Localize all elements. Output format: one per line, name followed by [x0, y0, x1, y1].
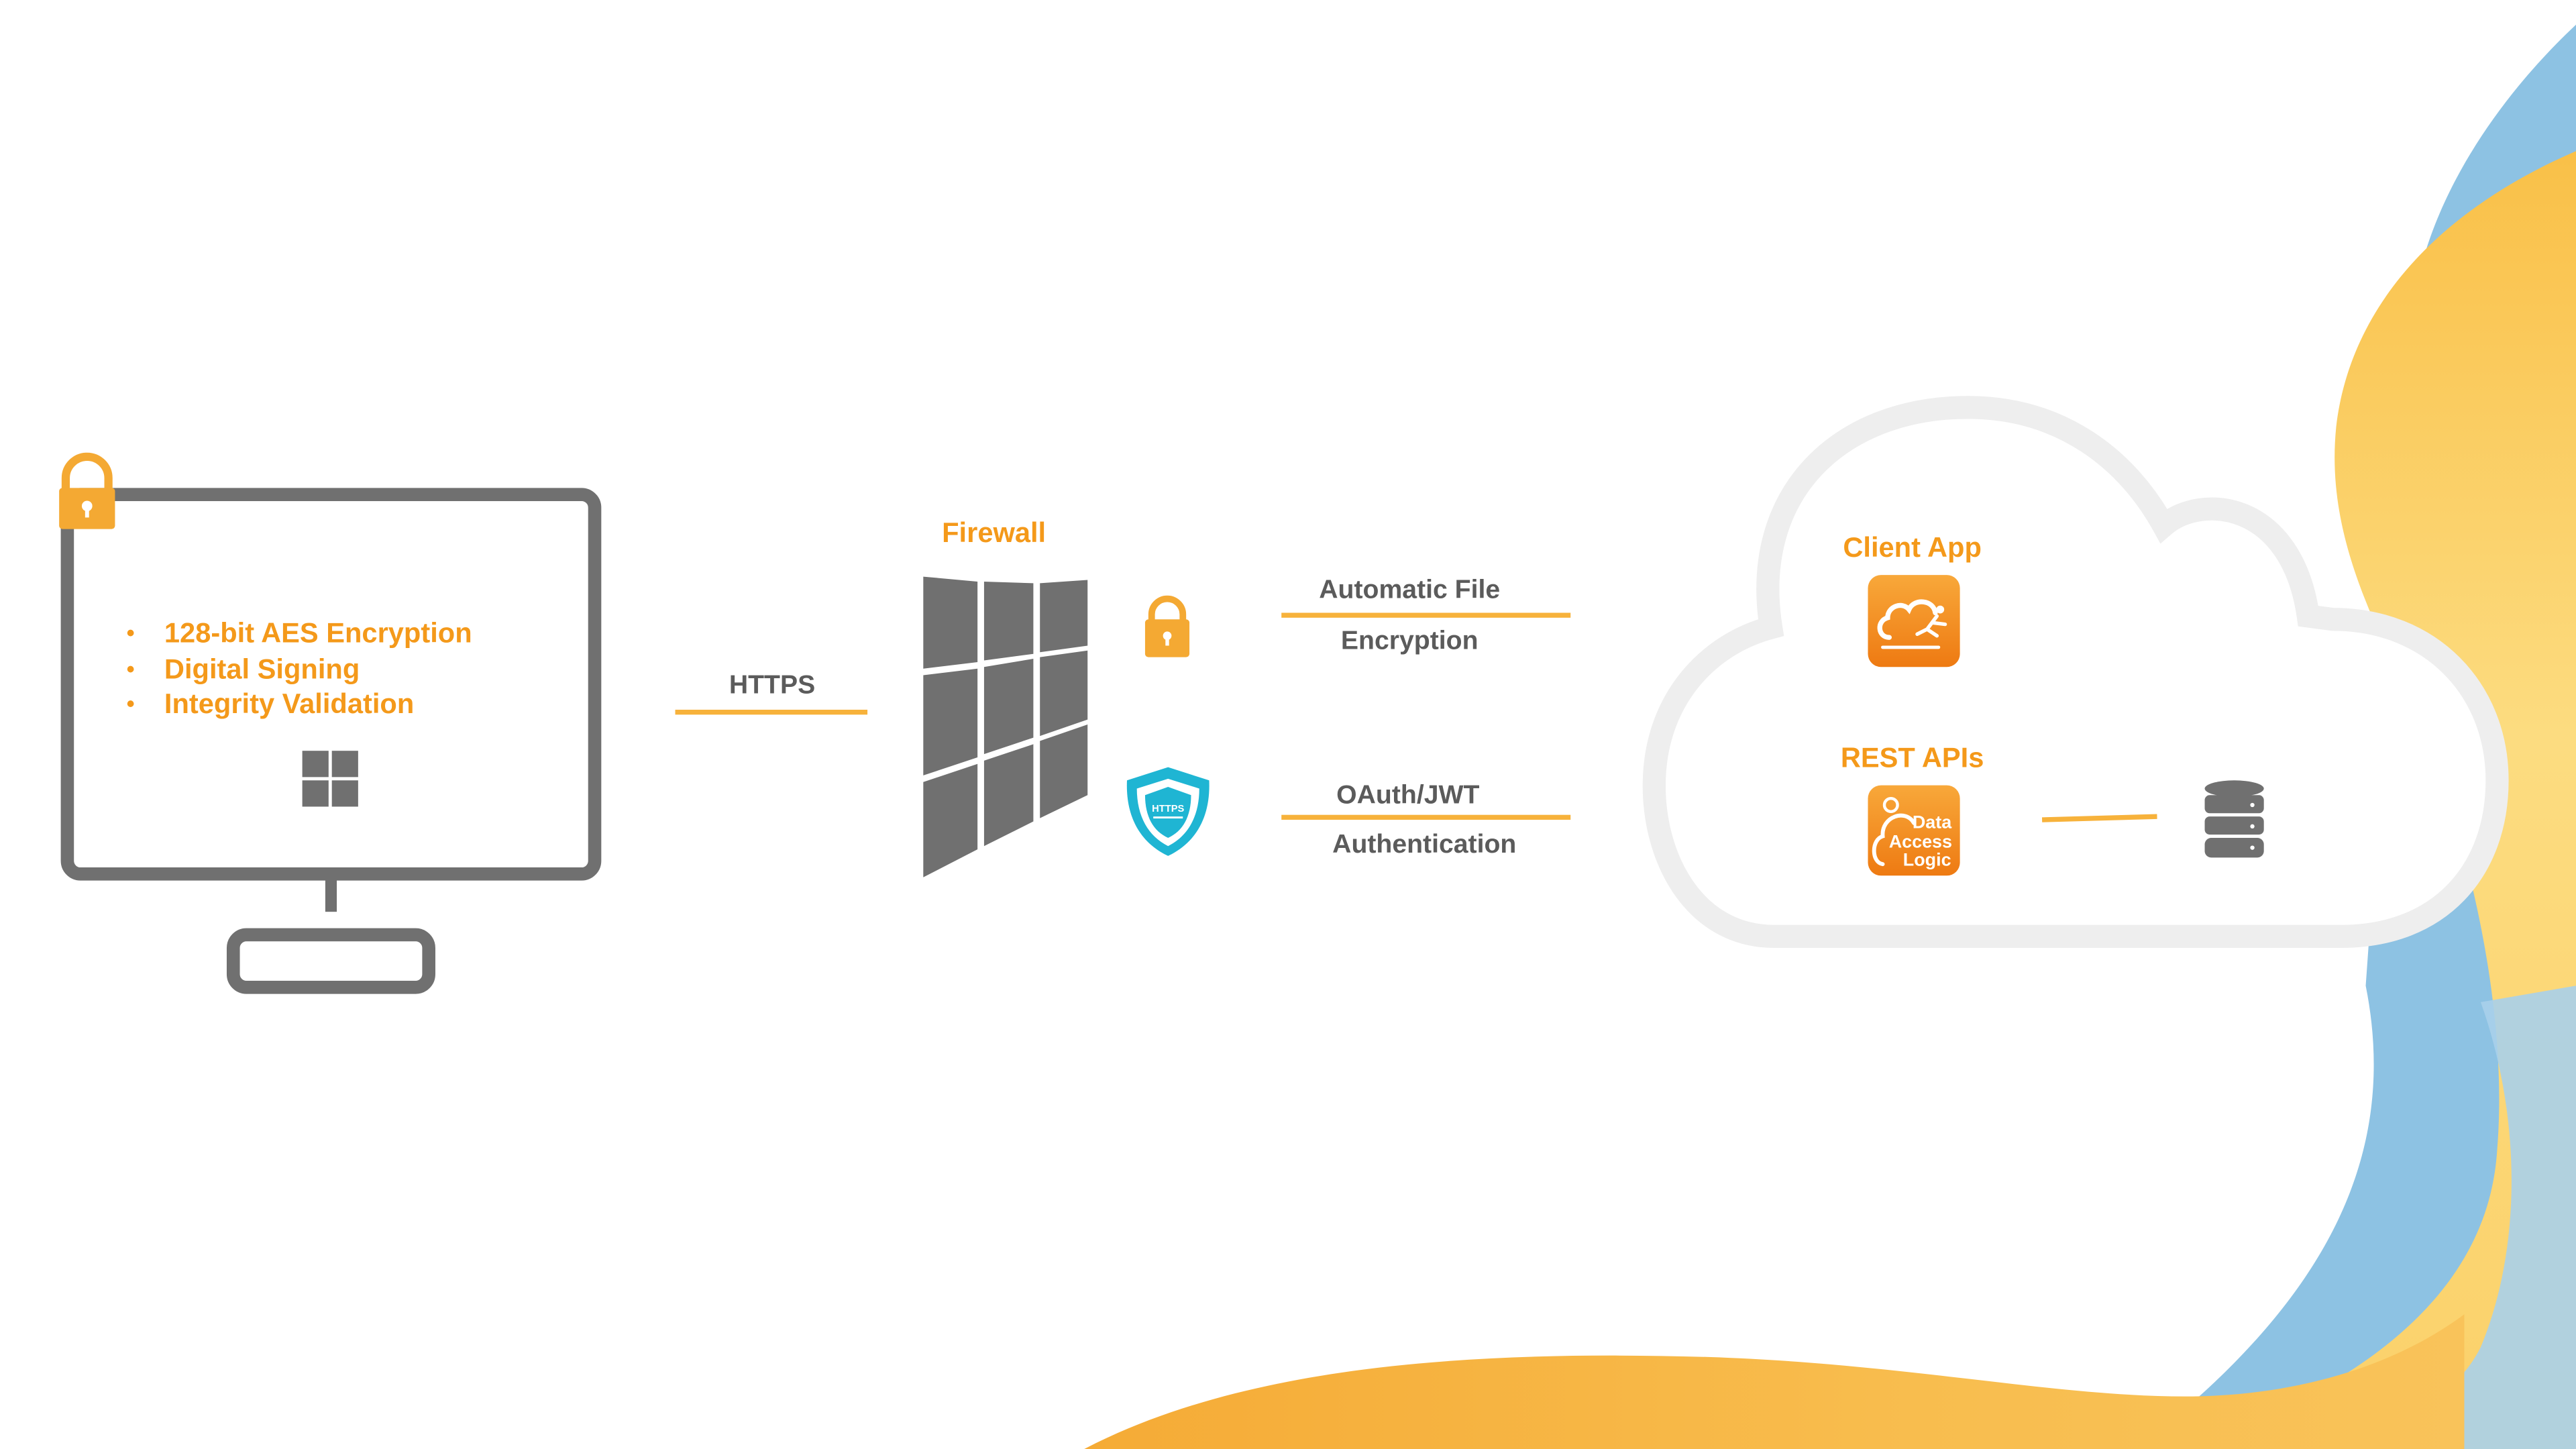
file-encryption-link: Automatic File Encryption	[1281, 575, 1571, 655]
bottom-orange-blob	[1084, 1314, 2465, 1449]
feature-bullet: •	[127, 657, 135, 682]
client-app-label: Client App	[1843, 531, 1982, 563]
feature-list: • 128-bit AES Encryption • Digital Signi…	[127, 617, 472, 719]
auth-line	[1281, 814, 1571, 820]
database-icon	[2204, 780, 2264, 858]
auth-line2: Authentication	[1332, 830, 1516, 859]
lock-icon	[59, 452, 115, 529]
windows-logo-icon	[302, 751, 358, 807]
file-encryption-line2: Encryption	[1341, 626, 1479, 655]
https-shield-icon: HTTPS	[1126, 767, 1210, 856]
authentication-link: OAuth/JWT Authentication	[1281, 781, 1571, 859]
monitor-icon	[60, 488, 602, 994]
dal-text-access: Access	[1889, 832, 1952, 852]
yellow-blob	[2185, 151, 2576, 1449]
dal-text-logic: Logic	[1903, 850, 1951, 870]
firewall-wall-icon	[923, 576, 1088, 877]
rest-apis-label: REST APIs	[1841, 742, 1984, 773]
file-encryption-line1: Automatic File	[1319, 575, 1500, 604]
lock-icon	[1144, 595, 1190, 657]
feature-bullet: •	[127, 621, 135, 646]
cloud-outline	[1642, 396, 2509, 949]
auth-line1: OAuth/JWT	[1336, 781, 1479, 810]
https-connection: HTTPS	[675, 670, 868, 715]
cloud-runner-icon	[1868, 575, 1960, 667]
cloud: Client App REST APIs Data Access Logic	[1642, 396, 2509, 949]
data-access-logic-icon: Data Access Logic	[1868, 785, 1960, 876]
feature-aes-encryption: 128-bit AES Encryption	[164, 617, 472, 649]
light-blue-blob	[2267, 985, 2576, 1449]
feature-integrity-validation: Integrity Validation	[164, 688, 414, 719]
background-decoration	[1084, 24, 2576, 1449]
firewall-title: Firewall	[942, 517, 1046, 548]
api-database-connector	[2041, 814, 2157, 822]
file-encryption-line	[1281, 612, 1571, 618]
feature-digital-signing: Digital Signing	[164, 653, 360, 684]
firewall: Firewall HTTPS	[923, 517, 1210, 877]
https-connector-line	[675, 709, 868, 715]
https-shield-text: HTTPS	[1152, 804, 1184, 814]
desktop-computer: • 128-bit AES Encryption • Digital Signi…	[59, 452, 602, 994]
https-label: HTTPS	[729, 670, 815, 699]
feature-bullet: •	[127, 691, 135, 716]
dal-text-data: Data	[1913, 812, 1952, 832]
